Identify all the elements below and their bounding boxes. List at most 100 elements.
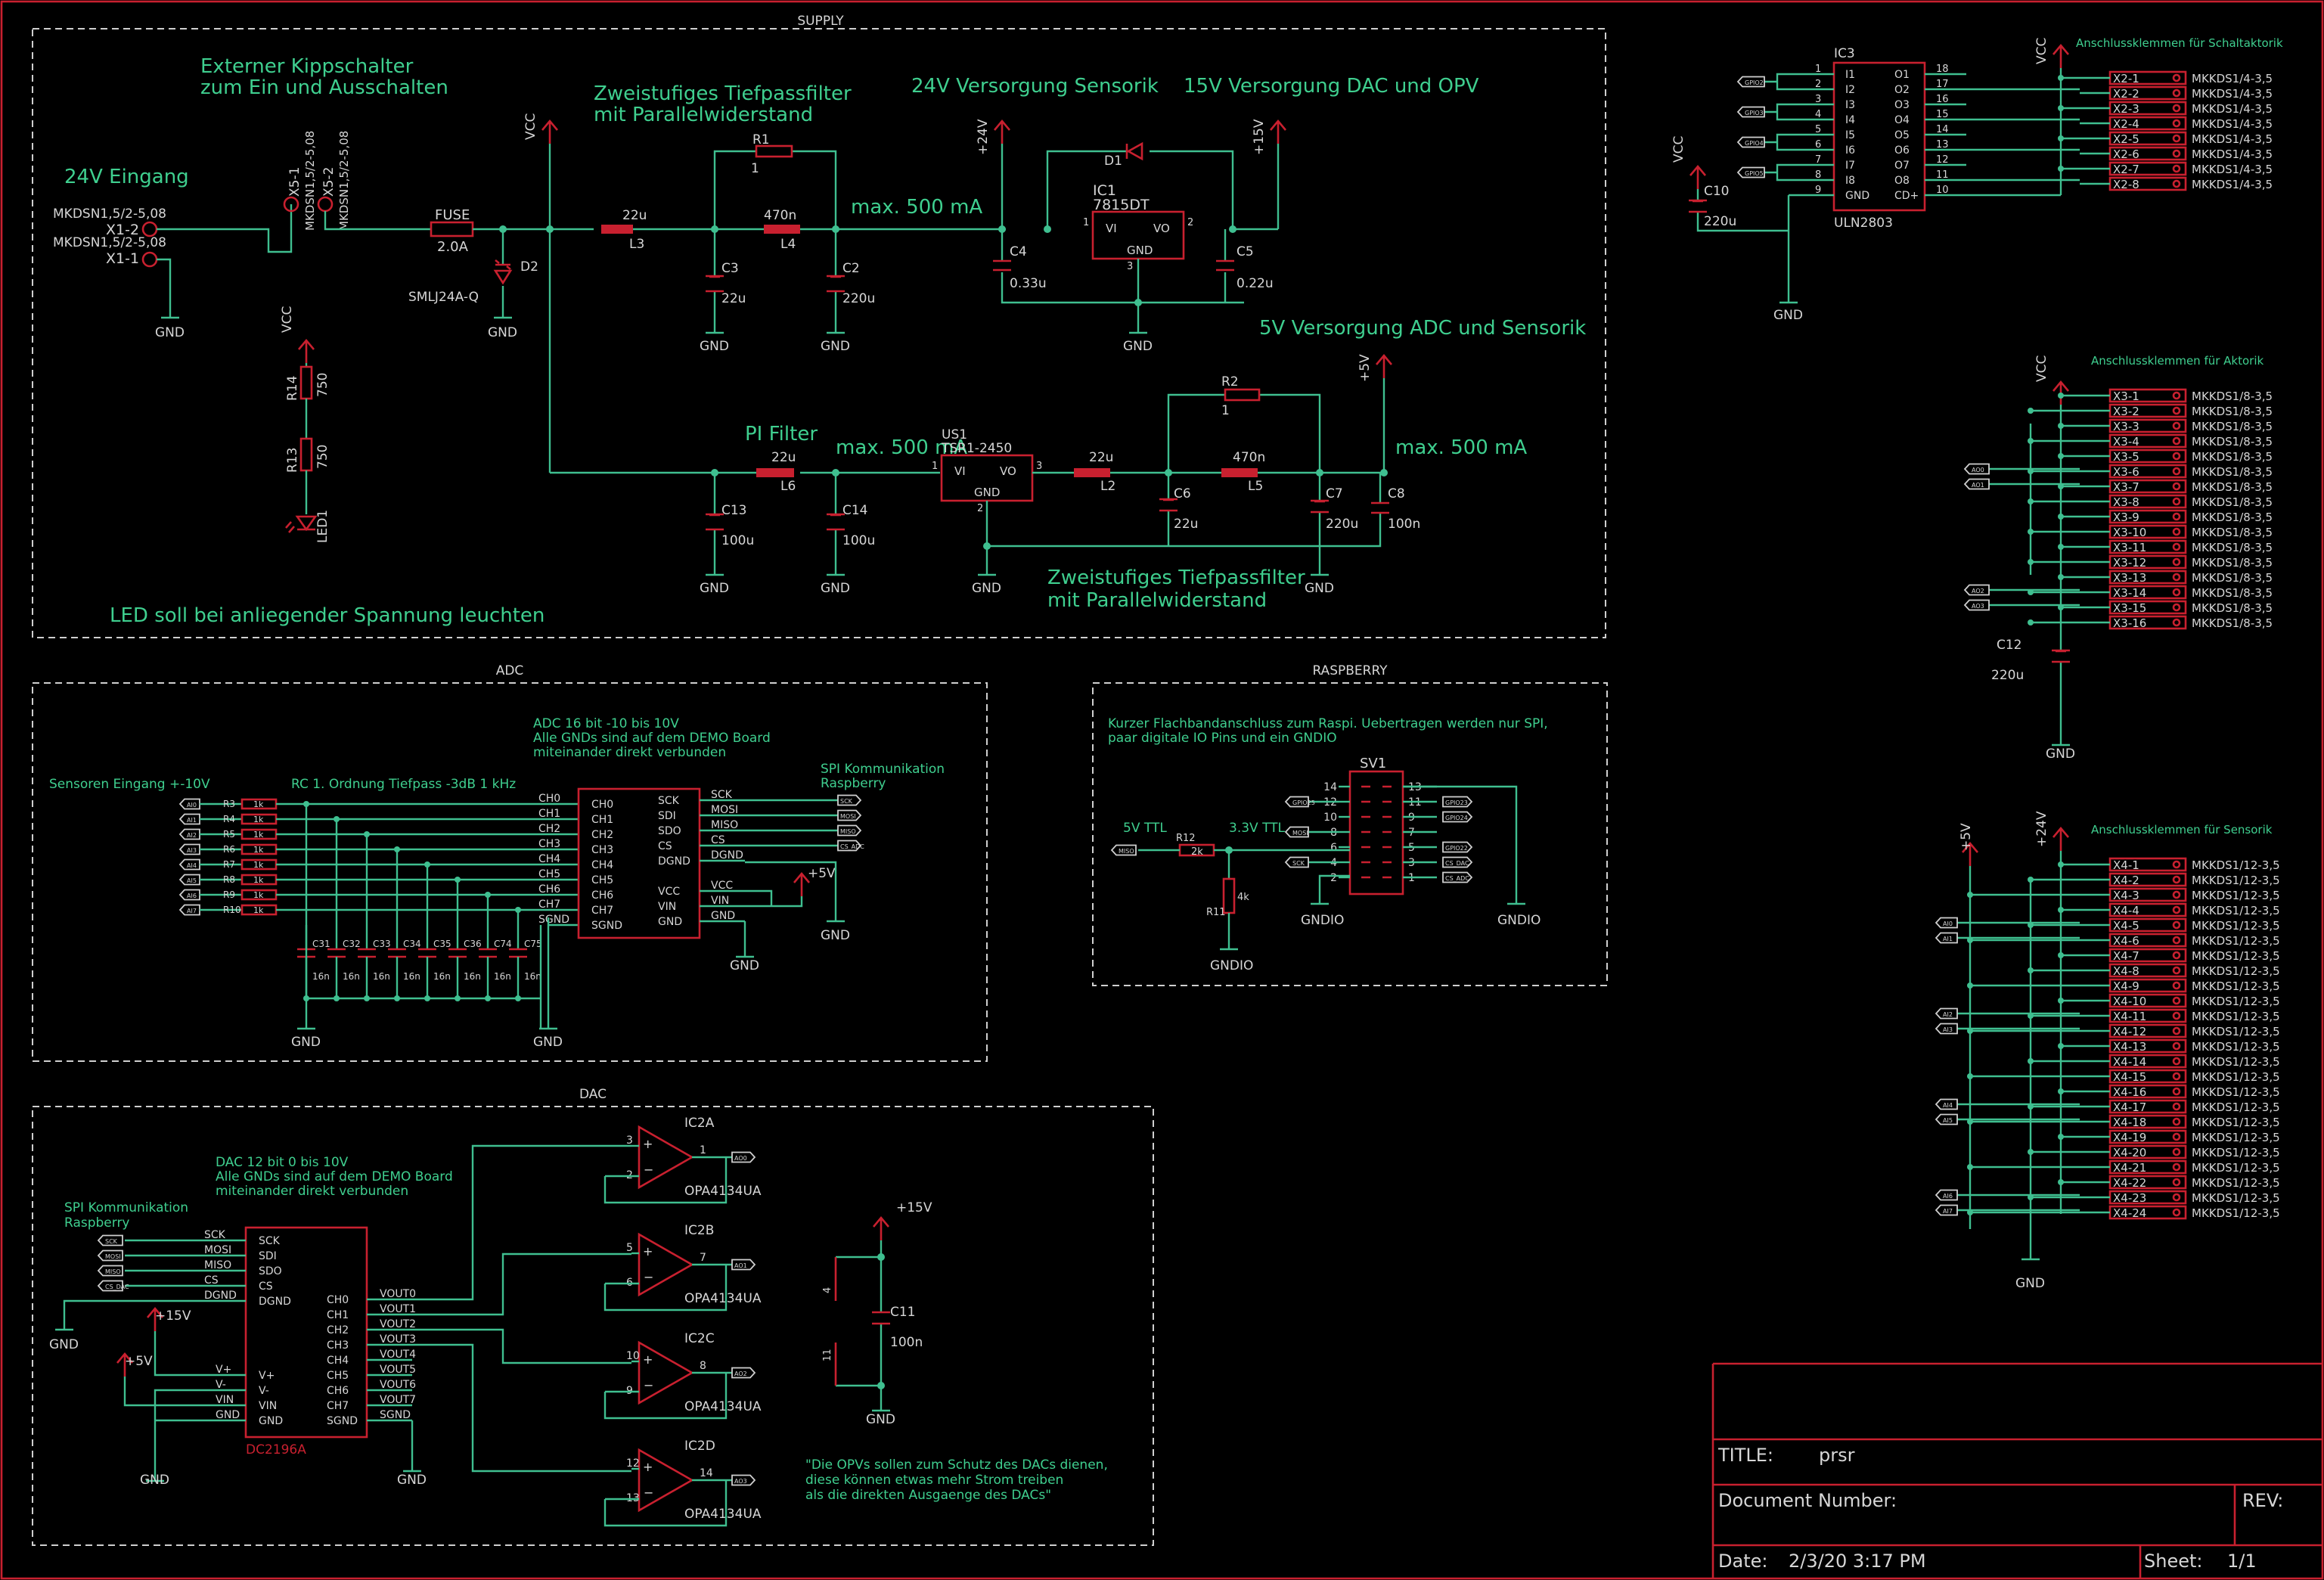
sensor-ai-tag-0-shape (1935, 917, 1958, 929)
sensor-ai-tag-5-shape (1935, 1113, 1958, 1125)
sv1-right-tag-4-text: CS_ADC (1445, 875, 1469, 882)
opamp-part: OPA4134UA (684, 1399, 762, 1414)
terminal-screw (2172, 1132, 2181, 1141)
terminal-part: MKKDS1/8-3,5 (2192, 480, 2273, 494)
note-led: LED soll bei anliegender Spannung leucht… (110, 604, 545, 627)
terminal-part: MKKDS1/12-3,5 (2192, 964, 2280, 978)
adc-resistor-label: R7 (223, 859, 235, 870)
x5-2-terminal[interactable] (317, 196, 334, 213)
terminal-label: X2-7 (2113, 163, 2139, 176)
terminal-screw (2172, 73, 2181, 82)
rasp-note-1: Kurzer Flachbandanschluss zum Raspi. Ueb… (1108, 716, 1548, 731)
adc-filter-capacitor (388, 948, 406, 958)
gnd-adc-dgnd: GND (821, 928, 850, 943)
terminal-label: X4-6 (2113, 934, 2139, 948)
c10-capacitor (1689, 199, 1707, 213)
adc-left-pin-name: CH2 (538, 823, 560, 835)
dac-note-1: DAC 12 bit 0 bis 10V (216, 1155, 349, 1170)
adc-note-1: ADC 16 bit -10 bis 10V (533, 716, 679, 731)
x1-2-terminal[interactable] (141, 221, 158, 237)
adc-chip-left-pin: CH4 (591, 859, 613, 871)
adc-left-pin-name: CH4 (538, 853, 560, 865)
terminal-part: MKKDS1/12-3,5 (2192, 1040, 2280, 1054)
dac-spi-tag-1: MOSI (97, 1249, 123, 1262)
x1-1-terminal[interactable] (141, 251, 158, 268)
x5-1-terminal[interactable] (283, 196, 299, 213)
opamp-triangle (638, 1125, 694, 1190)
adc-input-tag-6-text: AI6 (187, 892, 197, 899)
adc-spi-tag-2-text: MISO (840, 828, 856, 835)
ic3-out-pin-name: O8 (1894, 175, 1910, 187)
ic3-in-pin-name: I6 (1845, 144, 1855, 157)
c3-capacitor (706, 275, 724, 293)
terminal-part: MKKDS1/4-3,5 (2192, 117, 2273, 131)
junction (1967, 892, 1973, 898)
p15v-dac: +15V (155, 1308, 191, 1324)
adc-resistor-label: R6 (223, 844, 235, 855)
sv1-left-tag-1-shape (1284, 826, 1309, 838)
rasp-note-33v: 3.3V TTL (1229, 821, 1286, 836)
sv1-right-tag-4: CS_ADC (1442, 871, 1473, 883)
opamp-feedback (603, 1157, 728, 1204)
terminal-label: X3-4 (2113, 435, 2139, 449)
dac-right-pin-name: VOUT4 (380, 1349, 416, 1361)
note-max-500-1: max. 500 mA (851, 196, 982, 219)
adc-input-tag-3-text: AI3 (187, 847, 197, 854)
terminal-screw (2172, 573, 2181, 582)
aktor-ao-tag-1-shape (1963, 478, 1990, 490)
uln-gpio-tag-3-text: GPIO5 (1745, 170, 1764, 177)
adc-right-pin-name: VCC (711, 880, 733, 892)
junction (2058, 1043, 2064, 1049)
ic1-vi: VI (1106, 222, 1117, 235)
